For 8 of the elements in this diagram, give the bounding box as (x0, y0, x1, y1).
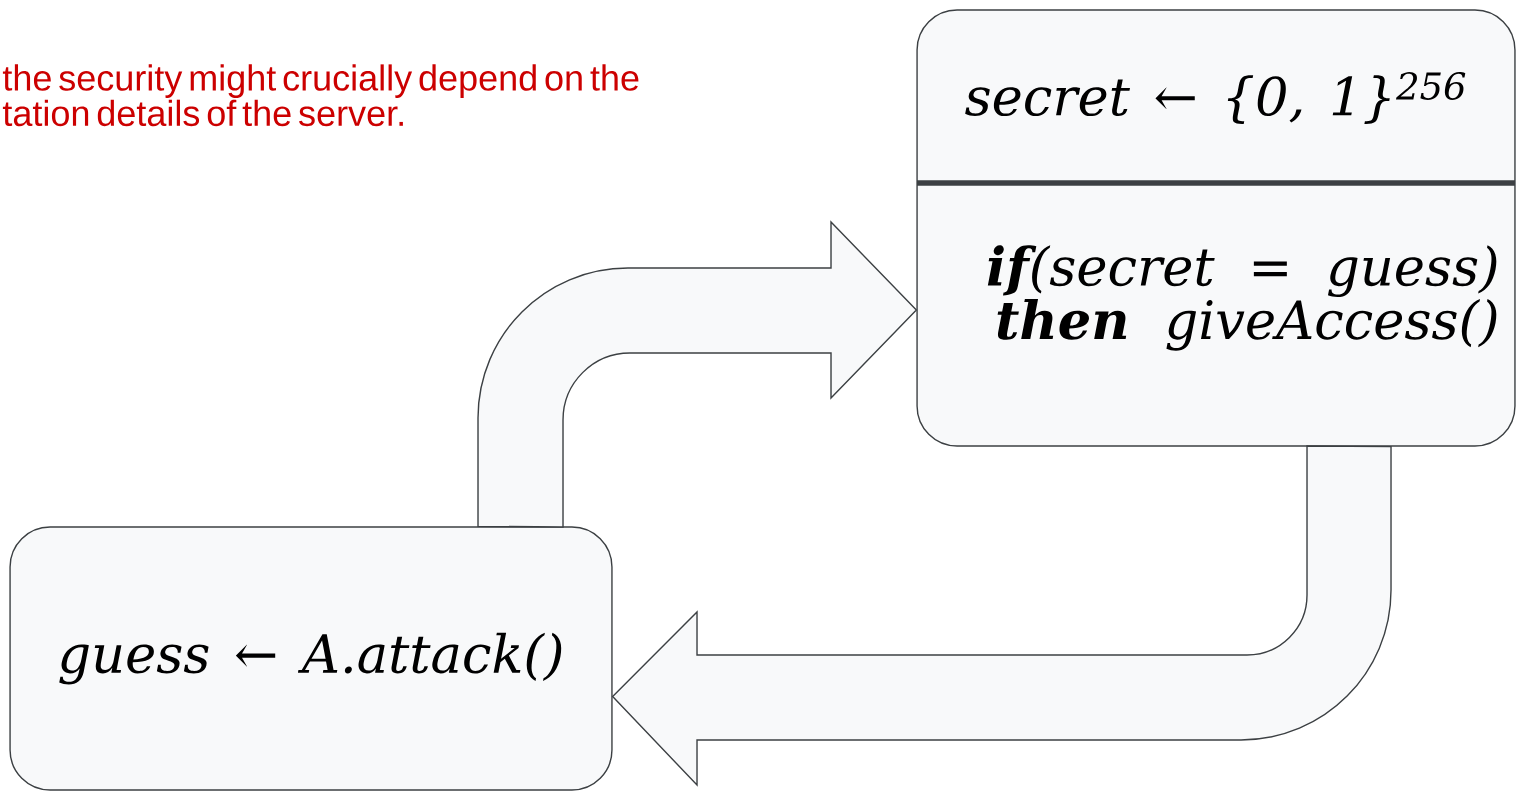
rounded-box (916, 9, 1516, 447)
rounded-box (9, 526, 613, 791)
block-arrow (477, 221, 918, 528)
formula-text: secret ← {0, 1}$^{256}$ (965, 72, 1466, 124)
formula-text: if(secret = guess) then giveAccess() (987, 245, 1497, 351)
block-arrow (611, 445, 1392, 786)
note-text: the security might crucially depend on the tation details of the server. (2, 64, 639, 127)
formula-text: guess ← A.attack() (59, 632, 562, 685)
